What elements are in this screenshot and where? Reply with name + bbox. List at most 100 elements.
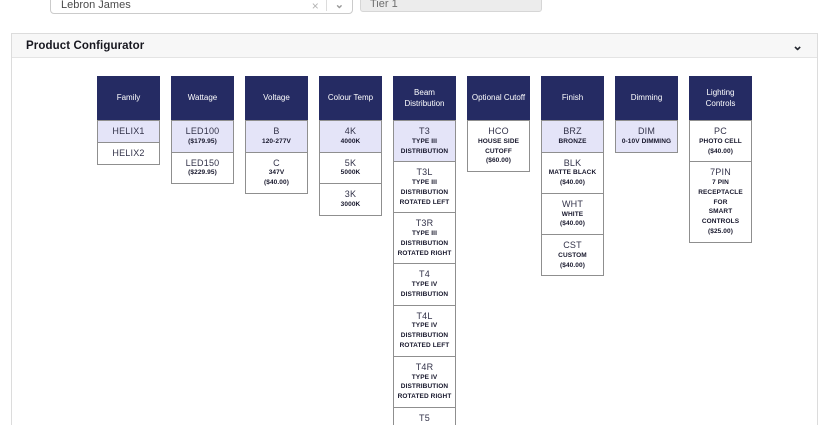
chevron-down-icon[interactable]: ⌄ xyxy=(334,0,344,11)
column-header: Voltage xyxy=(245,76,308,121)
option-detail-line: ($25.00) xyxy=(707,227,733,235)
option-detail-line: PHOTO CELL xyxy=(699,137,742,145)
option-detail-line: DISTRIBUTION xyxy=(400,332,449,340)
clear-icon[interactable]: × xyxy=(311,0,319,13)
column-header: Dimming xyxy=(615,76,678,121)
option-detail-line: CUSTOM xyxy=(558,251,587,259)
option-code: DIM xyxy=(637,126,656,136)
option-code: 7PIN xyxy=(710,167,731,178)
column-header: Finish xyxy=(541,76,604,121)
option-code: HELIX1 xyxy=(112,126,145,136)
option-detail-line: SMART xyxy=(708,208,733,216)
option-detail-line: 3000K xyxy=(340,200,361,208)
option-code: BLK xyxy=(563,157,582,168)
option-detail-line: ($229.95) xyxy=(188,169,217,177)
option-code: HCO xyxy=(488,126,509,136)
option-code: T3L xyxy=(416,167,433,178)
option-detail-line: CONTROLS xyxy=(701,218,740,226)
option-code: T4 xyxy=(419,269,430,280)
option-detail-line: DISTRIBUTION xyxy=(400,290,449,298)
option-detail-line: DISTRIBUTION xyxy=(400,188,449,196)
option-code: WHT xyxy=(561,198,584,209)
option-detail-line: 5000K xyxy=(340,169,361,177)
option-detail-line: TYPE III xyxy=(411,137,437,145)
option-code: T4R xyxy=(415,361,434,372)
option-detail-line: ($60.00) xyxy=(485,157,511,165)
option-detail-line: TYPE IV xyxy=(411,281,438,289)
option-detail-line: MATTE BLACK xyxy=(548,169,597,177)
option-led100[interactable]: LED100($179.95) xyxy=(171,120,234,153)
option-code: PC xyxy=(714,126,727,136)
option-detail-line: ($179.95) xyxy=(188,137,217,145)
panel-header[interactable]: Product Configurator ⌄ xyxy=(12,34,817,58)
option-detail-line: TYPE IV xyxy=(411,322,438,330)
option-detail-line: CUTOFF xyxy=(485,147,512,155)
option-detail-line: ($40.00) xyxy=(559,220,585,228)
option-detail-line: ROTATED RIGHT xyxy=(397,393,452,401)
player-select-controls: × ⌄ xyxy=(305,0,352,13)
column-header: Wattage xyxy=(171,76,234,121)
tier-input-value: Tier 1 xyxy=(370,0,398,10)
option-code: T5 xyxy=(419,412,430,423)
column-header: Colour Temp xyxy=(319,76,382,121)
option-detail-line: 0-10V DIMMING xyxy=(621,137,672,145)
player-select[interactable]: Lebron James × ⌄ xyxy=(50,0,353,14)
option-detail-line: 347V xyxy=(268,169,285,177)
column-header: Optional Cutoff xyxy=(467,76,530,121)
option-detail-line: ($40.00) xyxy=(263,179,289,187)
tier-input: Tier 1 xyxy=(360,0,542,12)
option-helix1[interactable]: HELIX1 xyxy=(97,120,160,143)
option-code: LED150 xyxy=(185,157,220,168)
option-detail-line: HOUSE SIDE xyxy=(477,137,520,145)
option-code: LED100 xyxy=(185,126,220,136)
collapse-chevron-icon[interactable]: ⌄ xyxy=(792,38,803,53)
option-detail-line: DISTRIBUTION xyxy=(400,239,449,247)
panel-title: Product Configurator xyxy=(26,39,145,52)
option-code: T3R xyxy=(415,218,434,229)
option-led150[interactable]: LED150($229.95) xyxy=(171,151,234,185)
option-detail-line: BRONZE xyxy=(558,137,587,145)
option-detail-line: DISTRIBUTION xyxy=(400,383,449,391)
option-code: T3 xyxy=(419,126,430,136)
option-detail-line: RECEPTACLE FOR xyxy=(698,188,743,206)
option-detail-line: WHITE xyxy=(561,210,584,218)
option-code: 5K xyxy=(344,157,357,168)
option-code: BRZ xyxy=(563,126,582,136)
option-helix2[interactable]: HELIX2 xyxy=(97,141,160,165)
option-detail-line: TYPE IV xyxy=(411,373,438,381)
option-detail-line: ROTATED RIGHT xyxy=(397,249,452,257)
column-header: Family xyxy=(97,76,160,121)
option-code: HELIX2 xyxy=(112,147,145,158)
option-detail-line: ROTATED LEFT xyxy=(399,198,450,206)
option-detail-line: 120-277V xyxy=(262,137,291,145)
option-detail-line: ($40.00) xyxy=(559,261,585,269)
option-detail-line: 7 PIN xyxy=(712,179,729,187)
option-code: T4L xyxy=(416,310,433,321)
